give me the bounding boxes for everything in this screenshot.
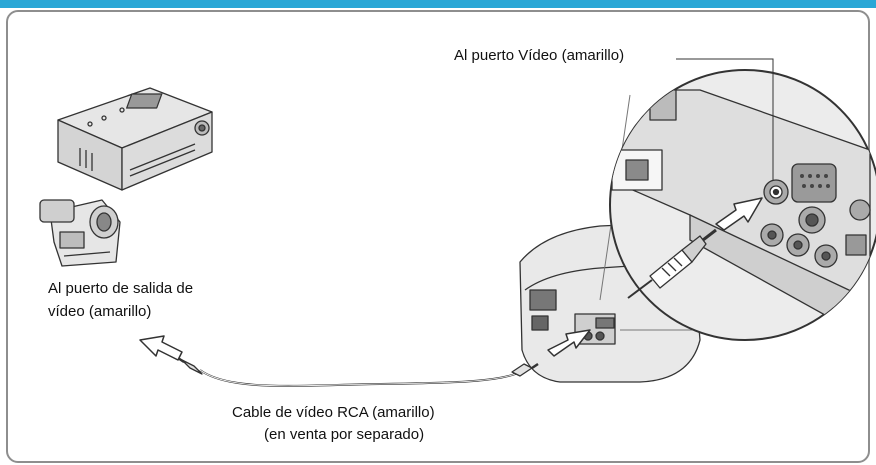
video-port-label: Al puerto Vídeo (amarillo)	[454, 47, 625, 64]
vcr-device	[57, 87, 213, 191]
arrow-to-projector	[547, 329, 591, 357]
insert-arrow-zoom	[715, 197, 763, 231]
cable-label-line1: Cable de vídeo RCA (amarillo)	[232, 404, 435, 421]
header-bar	[0, 0, 876, 8]
rca-plug-zoom	[627, 228, 717, 299]
zoom-detail	[609, 69, 876, 341]
output-port-label-line1: Al puerto de salida de	[48, 280, 194, 297]
arrow-to-output-port	[139, 335, 183, 361]
output-port-label-line2: vídeo (amarillo)	[48, 303, 152, 320]
camcorder-device	[39, 199, 121, 267]
video-port-leader	[676, 58, 774, 180]
cable-label-line2: (en venta por separado)	[264, 426, 425, 443]
rca-cable	[177, 356, 539, 387]
